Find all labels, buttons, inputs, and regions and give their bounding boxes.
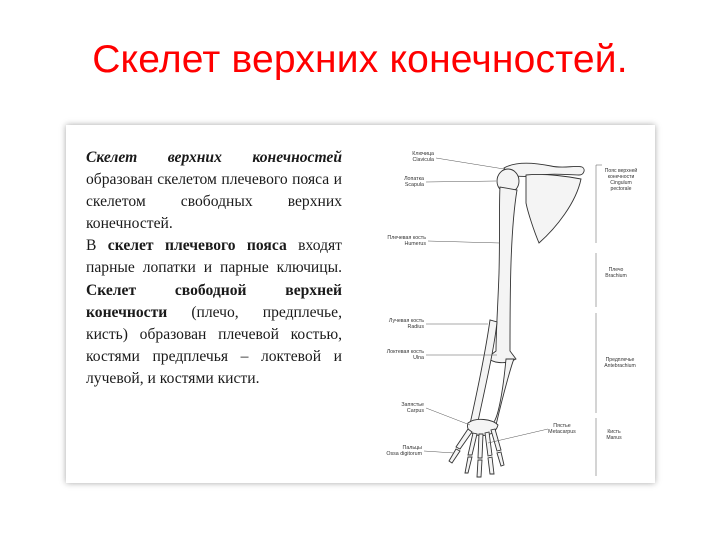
label-scapula-la: Scapula [405, 182, 424, 188]
metacarpal-2 [467, 432, 478, 456]
label-radius-la: Radius [408, 324, 425, 330]
scapula-bone [525, 174, 582, 244]
metacarpal-3 [477, 433, 484, 459]
metacarpal-4 [484, 431, 493, 457]
label-ulna-la: Ulna [413, 355, 424, 361]
label-manus-ru: Кисть [607, 429, 621, 435]
definition-text: образован скелетом плечевого пояса и ске… [86, 171, 342, 233]
label-radius-ru: Лучевая кость [389, 318, 424, 324]
label-carpus-la: Carpus [407, 408, 424, 414]
phalanx-1 [448, 448, 461, 464]
metacarpal-1 [455, 428, 473, 450]
term-free-limb: Скелет свободной верхней конечности [86, 281, 342, 321]
label-antebrachium-ru: Предплечье [606, 357, 635, 363]
label-ulna-ru: Локтевая кость [387, 349, 425, 355]
label-metacarpus-ru: Пястье [553, 423, 571, 429]
label-girdle-line3: Cingulum [610, 180, 632, 186]
leader-lines [423, 157, 602, 476]
label-carpus-ru: Запястье [401, 402, 424, 408]
content-panel: Скелет верхних конечностей образован ске… [66, 125, 655, 483]
phalanx-3 [476, 459, 483, 478]
label-humerus-la: Humerus [405, 241, 427, 247]
label-humerus-ru: Плечевая кость [387, 235, 426, 241]
metacarpal-5 [490, 428, 502, 452]
label-scapula-ru: Лопатка [404, 176, 424, 182]
paragraph-definition: Скелет верхних конечностей образован ске… [86, 147, 342, 235]
label-phalanges-la: Ossa digitorum [386, 451, 422, 457]
phalanx-5 [496, 451, 505, 467]
term-upper-limb-skeleton: Скелет верхних конечностей [86, 149, 342, 166]
label-girdle-line4: pectorale [611, 186, 632, 192]
phalanx-4 [487, 456, 495, 475]
label-brachium-ru: Плечо [609, 267, 624, 273]
paragraph-composition: В скелет плечевого пояса входят парные л… [86, 235, 342, 390]
ulna-bone [489, 358, 515, 426]
label-metacarpus-la: Metacarpus [548, 429, 576, 435]
description-text: Скелет верхних конечностей образован ске… [86, 147, 342, 390]
label-antebrachium-la: Antebrachium [604, 363, 635, 369]
label-brachium-la: Brachium [605, 273, 627, 279]
label-clavicle-ru: Ключица [412, 151, 434, 157]
radius-bone [469, 319, 498, 427]
label-clavicle-la: Clavicula [413, 157, 435, 163]
phalanx-2 [464, 456, 473, 474]
arm-skeleton-figure: Ключица Clavicula Лопатка Scapula Плечев… [386, 151, 638, 478]
label-manus-la: Manus [606, 435, 622, 441]
label-girdle-line2: конечности [608, 174, 635, 180]
composition-rest: (плечо, предплечье, кисть) образован пле… [86, 303, 342, 387]
slide-title: Скелет верхних конечностей. [92, 38, 628, 81]
composition-mid: входят парные лопатки и парные ключицы. [86, 237, 342, 277]
term-shoulder-girdle: скелет плечевого пояса [107, 237, 287, 255]
label-phalanges-ru: Пальцы [403, 445, 423, 451]
humerus-bone [487, 186, 518, 364]
composition-start: В [86, 237, 108, 255]
label-girdle-line1: Пояс верхней [605, 167, 638, 174]
